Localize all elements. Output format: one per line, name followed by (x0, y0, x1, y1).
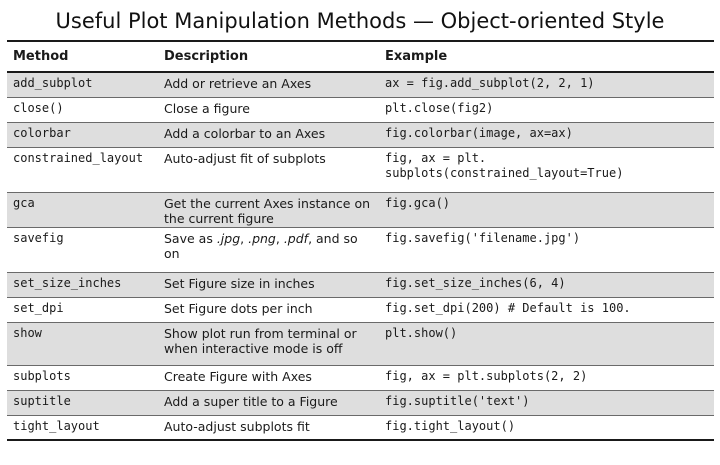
description-cell: Create Figure with Axes (164, 368, 312, 384)
description-cell: Set Figure size in inches (164, 275, 315, 291)
example-cell: fig.gca() (385, 195, 451, 210)
method-cell: tight_layout (13, 418, 100, 433)
example-cell: fig, ax = plt. subplots(constrained_layo… (385, 150, 624, 180)
description-cell: Auto-adjust fit of subplots (164, 150, 326, 166)
method-cell: suptitle (13, 393, 71, 408)
table-header-row: Method Description Example (7, 41, 714, 72)
method-cell: gca (13, 195, 35, 210)
example-cell: fig.colorbar(image, ax=ax) (385, 125, 573, 140)
method-cell: subplots (13, 368, 71, 383)
description-cell: Save as .jpg, .png, .pdf, and so on (164, 230, 358, 261)
example-cell: fig.suptitle('text') (385, 393, 530, 408)
method-cell: savefig (13, 230, 64, 245)
column-header-description: Description (164, 49, 249, 64)
description-cell: Add a colorbar to an Axes (164, 125, 326, 141)
table-row: savefig Save as .jpg, .png, .pdf, and so… (7, 227, 714, 272)
method-cell: add_subplot (13, 76, 93, 90)
method-cell: close() (13, 100, 64, 115)
example-cell: fig.set_dpi(200) # Default is 100. (385, 300, 631, 315)
example-cell: fig.tight_layout() (385, 418, 516, 433)
example-cell: ax = fig.add_subplot(2, 2, 1) (385, 76, 595, 90)
table-row: add_subplot Add or retrieve an Axes ax =… (7, 72, 714, 97)
method-cell: set_dpi (13, 300, 64, 315)
example-cell: fig, ax = plt.subplots(2, 2) (385, 368, 588, 383)
description-cell: Show plot run from terminal or when inte… (164, 325, 357, 356)
example-cell: fig.savefig('filename.jpg') (385, 230, 581, 245)
method-cell: colorbar (13, 125, 71, 140)
description-cell: Add a super title to a Figure (164, 393, 338, 409)
table-row: colorbar Add a colorbar to an Axes fig.c… (7, 122, 714, 147)
methods-table: Method Description Example add_subplot A… (7, 40, 714, 441)
method-cell: set_size_inches (13, 275, 122, 290)
table-row: tight_layout Auto-adjust subplots fit fi… (7, 415, 714, 440)
table-row: subplots Create Figure with Axes fig, ax… (7, 365, 714, 390)
method-cell: constrained_layout (13, 150, 144, 165)
example-cell: fig.set_size_inches(6, 4) (385, 275, 566, 290)
method-cell: show (13, 325, 42, 340)
table-row: show Show plot run from terminal or when… (7, 322, 714, 365)
description-cell: Get the current Axes instance on the cur… (164, 195, 371, 226)
column-header-example: Example (385, 49, 448, 64)
description-cell: Auto-adjust subplots fit (164, 418, 310, 434)
example-cell: plt.close(fig2) (385, 100, 494, 115)
description-cell: Add or retrieve an Axes (164, 76, 312, 91)
table-row: gca Get the current Axes instance on the… (7, 192, 714, 227)
table-row: constrained_layout Auto-adjust fit of su… (7, 147, 714, 192)
column-header-method: Method (13, 49, 69, 64)
example-cell: plt.show() (385, 325, 458, 340)
table-row: close() Close a figure plt.close(fig2) (7, 97, 714, 122)
table-row: suptitle Add a super title to a Figure f… (7, 390, 714, 415)
table-row: set_size_inches Set Figure size in inche… (7, 272, 714, 297)
description-cell: Set Figure dots per inch (164, 300, 313, 316)
page-title: Useful Plot Manipulation Methods — Objec… (55, 9, 665, 33)
table-row: set_dpi Set Figure dots per inch fig.set… (7, 297, 714, 322)
description-cell: Close a figure (164, 100, 250, 116)
